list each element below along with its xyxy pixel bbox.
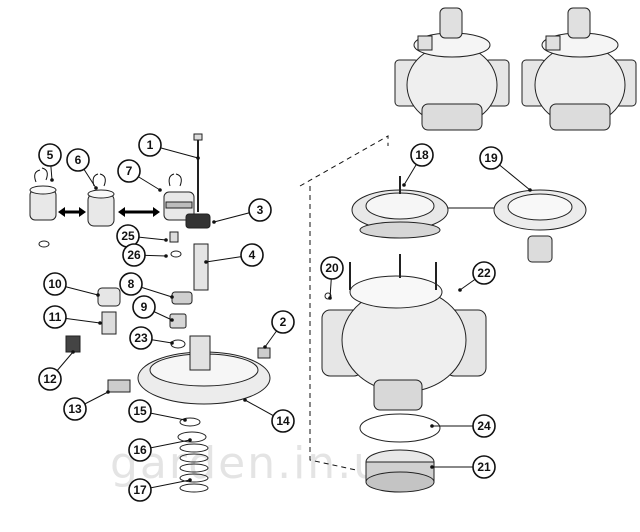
callout-circle-7	[117, 159, 141, 183]
callout-number-10: 10	[48, 277, 62, 291]
callout-circle-17	[128, 478, 152, 502]
callout-6: 6	[66, 148, 98, 190]
grouping-lines	[299, 135, 500, 471]
callout-7: 7	[117, 159, 162, 192]
callout-number-18: 18	[415, 148, 429, 162]
small-parts	[38, 231, 271, 393]
callout-number-9: 9	[141, 300, 148, 314]
callout-circle-10	[43, 272, 67, 296]
callout-circle-21	[472, 455, 496, 479]
bleed-rod-1	[193, 133, 203, 212]
valve-body-22	[321, 254, 487, 411]
callout-circle-19	[479, 146, 503, 170]
callout-circle-15	[128, 399, 152, 423]
callout-number-22: 22	[477, 266, 491, 280]
diaphragm-18	[351, 176, 449, 239]
callout-14: 14	[243, 398, 295, 433]
callout-11: 11	[43, 305, 102, 329]
callout-circle-11	[43, 305, 67, 329]
callout-number-7: 7	[126, 164, 133, 178]
callout-number-13: 13	[68, 402, 82, 416]
callout-circle-6	[66, 148, 90, 172]
solenoid-7	[163, 173, 195, 221]
callout-number-1: 1	[147, 138, 154, 152]
callout-26: 26	[122, 243, 168, 267]
callout-number-12: 12	[43, 372, 57, 386]
callout-5: 5	[38, 143, 62, 182]
callout-circle-20	[320, 256, 344, 280]
callout-15: 15	[128, 399, 187, 423]
callout-8: 8	[119, 272, 174, 299]
assembled-valve-left	[394, 7, 510, 131]
callout-number-25: 25	[121, 229, 135, 243]
callout-number-14: 14	[276, 414, 290, 428]
callout-circle-24	[472, 414, 496, 438]
callout-number-26: 26	[127, 248, 141, 262]
callout-circle-16	[128, 438, 152, 462]
callout-circle-22	[472, 261, 496, 285]
callout-circle-14	[271, 409, 295, 433]
callout-circle-13	[63, 397, 87, 421]
spring-stack	[177, 417, 209, 493]
callout-circle-9	[132, 295, 156, 319]
callout-16: 16	[128, 438, 192, 462]
callout-3: 3	[212, 198, 272, 224]
callout-22: 22	[458, 261, 496, 292]
callout-number-6: 6	[75, 153, 82, 167]
solenoid-5	[29, 167, 57, 221]
callout-23: 23	[129, 326, 174, 350]
callout-12: 12	[38, 350, 75, 391]
o-ring-24	[359, 413, 441, 443]
callout-number-24: 24	[477, 419, 491, 433]
callout-18: 18	[402, 143, 434, 187]
callout-9: 9	[132, 295, 174, 322]
callout-20: 20	[320, 256, 344, 300]
callout-number-17: 17	[133, 483, 147, 497]
callout-circle-26	[122, 243, 146, 267]
callout-24: 24	[430, 414, 496, 438]
callout-circle-18	[410, 143, 434, 167]
callout-1: 1	[138, 133, 200, 160]
callout-number-21: 21	[477, 460, 491, 474]
bonnet-14	[137, 335, 271, 405]
assembled-valve-right	[521, 7, 637, 131]
callout-2: 2	[263, 310, 295, 349]
callout-number-4: 4	[249, 248, 256, 262]
callout-number-23: 23	[134, 331, 148, 345]
callout-19: 19	[479, 146, 532, 192]
callout-circle-1	[138, 133, 162, 157]
callout-number-11: 11	[49, 310, 62, 324]
stem-4	[193, 243, 209, 291]
callout-number-2: 2	[280, 315, 287, 329]
callout-circle-4	[240, 243, 264, 267]
callout-number-5: 5	[47, 148, 54, 162]
callout-circle-5	[38, 143, 62, 167]
callout-number-3: 3	[257, 203, 264, 217]
callout-21: 21	[430, 455, 496, 479]
callout-number-16: 16	[133, 443, 147, 457]
solenoid-6	[87, 173, 115, 227]
callout-number-20: 20	[325, 261, 339, 275]
callout-25: 25	[116, 224, 168, 248]
callout-number-15: 15	[133, 404, 147, 418]
diaphragm-19	[493, 189, 587, 263]
callout-number-19: 19	[484, 151, 498, 165]
callout-circle-3	[248, 198, 272, 222]
callout-17: 17	[128, 478, 192, 502]
callout-circle-8	[119, 272, 143, 296]
base-cap-21	[365, 449, 435, 493]
callout-circle-23	[129, 326, 153, 350]
callout-10: 10	[43, 272, 100, 297]
callout-4: 4	[204, 243, 264, 267]
flow-adjust-3	[185, 213, 211, 229]
callout-13: 13	[63, 390, 110, 421]
callout-number-8: 8	[128, 277, 135, 291]
arrows	[58, 207, 160, 217]
callout-circle-12	[38, 367, 62, 391]
callout-circle-2	[271, 310, 295, 334]
